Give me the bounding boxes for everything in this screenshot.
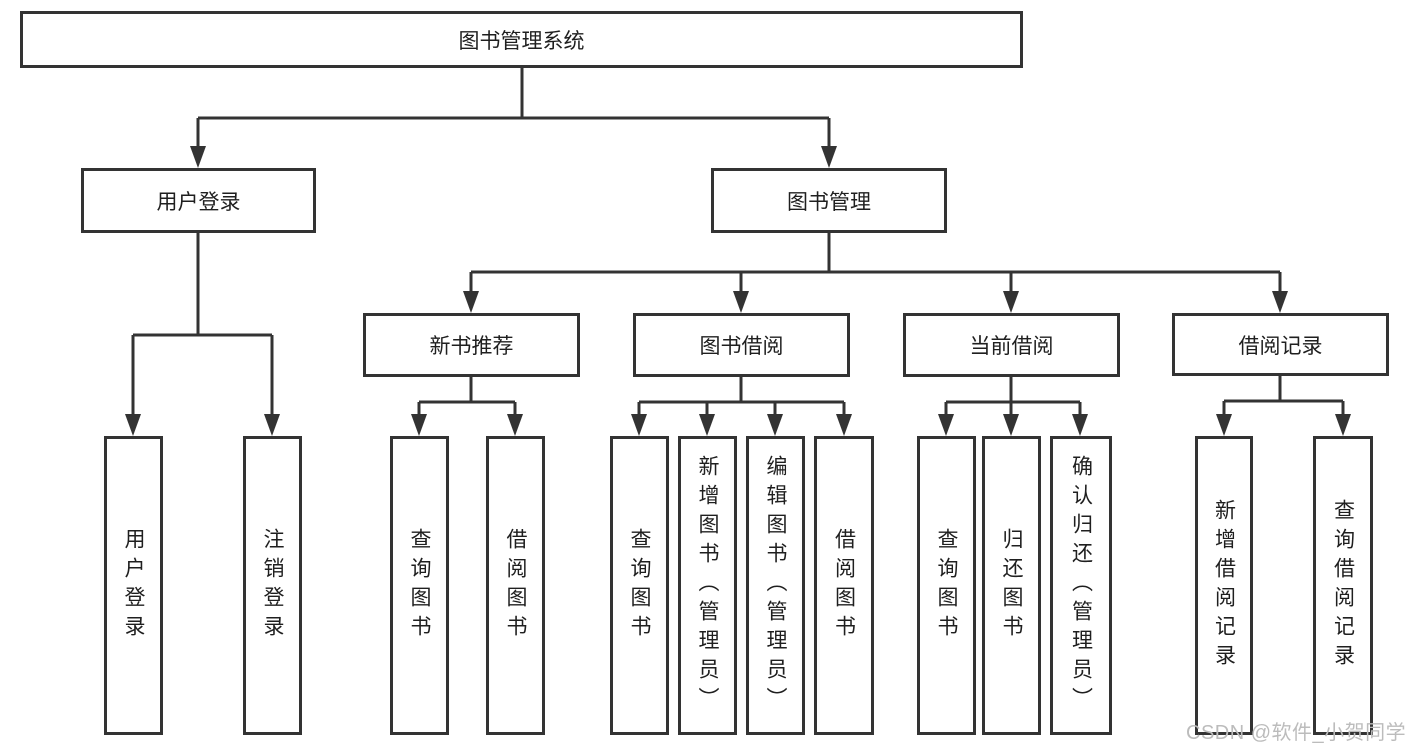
leaf-borrow-query-books: 查询图书 (610, 436, 669, 735)
node-book-borrow: 图书借阅 (633, 313, 850, 377)
leaf-current-confirm-return-admin-label: 确认归还（管理员） (1069, 455, 1093, 716)
leaf-borrow-edit-books-admin-label: 编辑图书（管理员） (764, 455, 787, 716)
leaf-logout: 注销登录 (243, 436, 302, 735)
leaf-current-confirm-return-admin: 确认归还（管理员） (1050, 436, 1112, 735)
node-new-book-recommend-label: 新书推荐 (429, 335, 514, 358)
leaf-newbooks-query-books-label: 查询图书 (408, 527, 431, 644)
node-user-login: 用户登录 (81, 168, 316, 233)
leaf-borrow-query-books-label: 查询图书 (628, 527, 651, 644)
leaf-newbooks-borrow-books-label: 借阅图书 (504, 527, 527, 644)
leaf-current-query-books-label: 查询图书 (935, 527, 958, 644)
node-library-system-label: 图书管理系统 (458, 29, 585, 53)
node-borrow-records-label: 借阅记录 (1238, 334, 1323, 358)
leaf-borrow-add-books-admin: 新增图书（管理员） (678, 436, 737, 735)
leaf-current-return-books-label: 归还图书 (1000, 527, 1023, 644)
node-new-book-recommend: 新书推荐 (363, 313, 580, 377)
leaf-records-query-record-label: 查询借阅记录 (1331, 498, 1355, 673)
node-library-system: 图书管理系统 (20, 11, 1023, 68)
node-current-borrow-label: 当前借阅 (969, 335, 1054, 358)
leaf-records-add-record-label: 新增借阅记录 (1212, 498, 1236, 673)
node-borrow-records: 借阅记录 (1172, 313, 1389, 376)
arrowheads (125, 146, 1351, 436)
node-book-management-label: 图书管理 (787, 190, 871, 214)
leaf-borrow-borrow-books: 借阅图书 (814, 436, 874, 735)
csdn-watermark: CSDN @软件_小贺同学 (1186, 722, 1405, 744)
leaf-user-login-label: 用户登录 (122, 527, 145, 644)
node-current-borrow: 当前借阅 (903, 313, 1120, 377)
leaf-newbooks-borrow-books: 借阅图书 (486, 436, 545, 735)
leaf-borrow-borrow-books-label: 借阅图书 (832, 527, 856, 644)
leaf-borrow-edit-books-admin: 编辑图书（管理员） (746, 436, 805, 735)
node-book-management: 图书管理 (711, 168, 947, 233)
node-user-login-label: 用户登录 (156, 190, 241, 214)
leaf-current-return-books: 归还图书 (982, 436, 1041, 735)
leaf-records-add-record: 新增借阅记录 (1195, 436, 1253, 735)
leaf-current-query-books: 查询图书 (917, 436, 976, 735)
node-book-borrow-label: 图书借阅 (699, 335, 784, 358)
leaf-borrow-add-books-admin-label: 新增图书（管理员） (696, 455, 719, 716)
leaf-logout-label: 注销登录 (261, 527, 284, 644)
leaf-records-query-record: 查询借阅记录 (1313, 436, 1373, 735)
leaf-newbooks-query-books: 查询图书 (390, 436, 449, 735)
leaf-user-login: 用户登录 (104, 436, 163, 735)
